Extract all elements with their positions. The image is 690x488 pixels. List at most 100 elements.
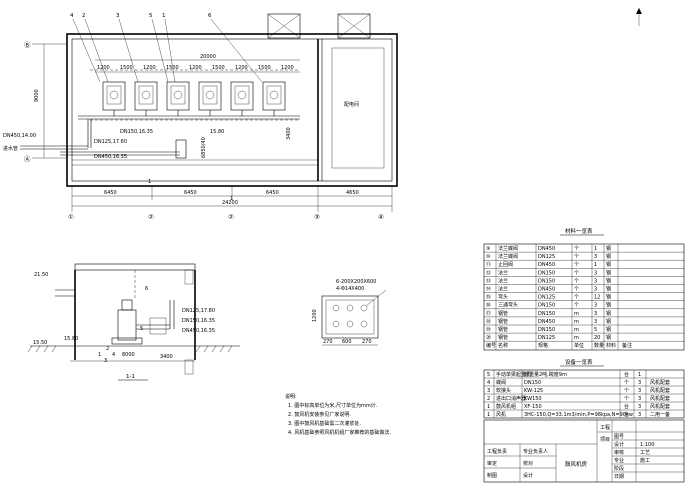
- svg-text:施工: 施工: [640, 457, 650, 464]
- svg-text:图号: 图号: [614, 434, 624, 440]
- eq-row-qty: 3: [638, 404, 641, 410]
- svg-text:4-Φ14X400: 4-Φ14X400: [336, 286, 364, 292]
- label-level-1580: 15.80: [210, 129, 224, 135]
- svg-text:1200: 1200: [235, 65, 248, 71]
- blower-units: [102, 81, 286, 111]
- svg-text:4. 风机基础参照风机机组厂家推荐的基础做法.: 4. 风机基础参照风机机组厂家推荐的基础做法.: [288, 429, 391, 436]
- svg-text:设计: 设计: [614, 441, 624, 448]
- eq-row-note: 风机配套: [650, 379, 670, 386]
- mat-row-qty: 20: [594, 335, 600, 341]
- mat-row-no: ⑳: [486, 334, 491, 341]
- mat-row-spec: DN150: [538, 327, 555, 333]
- svg-text:专业: 专业: [614, 457, 624, 464]
- mat-row-no: ⑱: [486, 318, 491, 325]
- mat-row-name: 法兰: [498, 286, 508, 293]
- level-top: 21.50: [34, 272, 48, 278]
- svg-text:8000: 8000: [122, 352, 135, 358]
- plan-bottom-dims: 6450 6450 6450 4650 24200 ① ② ② ③ ④: [68, 186, 393, 221]
- svg-text:4650: 4650: [346, 190, 359, 196]
- mat-row-no: ⑨: [486, 246, 490, 252]
- mat-row-unit: m: [574, 327, 579, 333]
- title-block: 工程 项目 设计 审核 专业 阶段 日期 图号 1:100 工艺 施工 鼓风机房…: [483, 419, 685, 483]
- mat-row-qty: 1: [594, 246, 597, 252]
- mat-row-material: 钢: [606, 286, 611, 293]
- mat-header-note: 备注: [622, 342, 632, 349]
- equipment-title: 设备一览表: [565, 358, 593, 366]
- mat-row-unit: 个: [574, 246, 579, 252]
- eq-row-qty: 1: [638, 372, 641, 378]
- svg-text:工艺: 工艺: [640, 450, 650, 456]
- mat-row-no: ⑭: [486, 286, 491, 293]
- mat-row-material: 钢: [606, 302, 611, 309]
- mat-row-spec: DN450: [538, 246, 555, 252]
- spacing-dims: 1200 1500 1200 1500 1200 1500 1200 1500 …: [95, 54, 300, 73]
- label-3400: 3400: [286, 127, 292, 140]
- axis-3: ②: [228, 213, 234, 221]
- svg-text:4: 4: [112, 352, 115, 358]
- mat-row-unit: m: [574, 335, 579, 341]
- svg-text:2. 鼓风机安装参见厂家说明.: 2. 鼓风机安装参见厂家说明.: [288, 411, 351, 418]
- axis-4: ④: [378, 213, 384, 221]
- mat-header-qty: 数量: [594, 342, 604, 349]
- mat-row-spec: DN125: [538, 335, 555, 341]
- axis-B: Ⓑ: [24, 41, 31, 49]
- eq-row-qty: 3: [638, 412, 641, 418]
- svg-text:阶段: 阶段: [614, 465, 624, 472]
- svg-text:DN125,17.80: DN125,17.80: [182, 308, 215, 314]
- mat-row-no: ⑫: [486, 269, 491, 276]
- mat-row-unit: 个: [574, 270, 579, 276]
- mat-row-unit: 个: [574, 262, 579, 268]
- eq-row-name: 软接头: [496, 387, 511, 394]
- eq-row-qty: 3: [638, 396, 641, 402]
- mat-row-name: 法兰蝶阀: [498, 253, 518, 260]
- label-dn125: DN125,17.60: [94, 139, 127, 145]
- eq-row-spec: KW-125: [524, 388, 543, 394]
- svg-text:日期: 日期: [614, 474, 624, 480]
- level-bottom: 15.50: [33, 340, 47, 346]
- svg-text:1200: 1200: [143, 65, 156, 71]
- eq-row-unit: 台: [624, 411, 629, 418]
- mat-row-name: 弯头: [498, 294, 508, 301]
- eq-row-note: 风机配套: [650, 395, 670, 402]
- mat-row-qty: 1: [594, 262, 597, 268]
- mat-row-qty: 3: [594, 254, 597, 260]
- mat-row-unit: 个: [574, 295, 579, 301]
- svg-text:校对: 校对: [523, 460, 533, 467]
- svg-text:1200: 1200: [281, 65, 294, 71]
- mat-row-no: ⑬: [486, 277, 491, 284]
- drawing-title: 鼓风机房: [565, 460, 588, 468]
- eq-row-spec: DN150: [524, 380, 541, 386]
- mat-row-material: 钢: [606, 253, 611, 260]
- plan-view: 配电间 Ⓑ Ⓐ 9000 1200 1500 1200 1500 1200 15…: [3, 8, 642, 221]
- mat-row-material: 钢: [606, 245, 611, 252]
- mat-header-material: 材料: [606, 342, 616, 349]
- svg-text:4: 4: [70, 13, 74, 19]
- notes-title: 说明:: [285, 393, 297, 400]
- foundation-detail: 6-200X200X600 4-Φ14X400 1200 270 600 270: [312, 279, 387, 346]
- svg-text:1: 1: [98, 352, 101, 358]
- mat-row-spec: DN125: [538, 254, 555, 260]
- svg-text:5: 5: [140, 326, 143, 332]
- svg-text:6450: 6450: [104, 190, 117, 196]
- svg-text:项目: 项目: [600, 437, 610, 443]
- svg-text:6450: 6450: [266, 190, 279, 196]
- room-label: 配电间: [344, 101, 359, 108]
- section-view: 21.50 15.50 15.80 DN125,17.80 DN150,16.3…: [27, 263, 240, 381]
- eq-row-qty: 3: [638, 380, 641, 386]
- mat-row-material: 钢: [606, 277, 611, 284]
- mat-row-name: 法兰: [498, 277, 508, 284]
- mat-row-no: ⑯: [486, 302, 491, 309]
- mat-row-unit: 个: [574, 303, 579, 309]
- main-air-pipe: [20, 110, 300, 159]
- svg-text:270: 270: [362, 339, 372, 345]
- mat-row-spec: DN150: [538, 278, 555, 284]
- mat-row-spec: DN125: [538, 295, 555, 301]
- svg-text:DN150,16.35: DN150,16.35: [182, 318, 215, 324]
- mat-row-material: 钢: [606, 334, 611, 341]
- mat-row-material: 钢: [606, 269, 611, 276]
- mat-row-unit: 个: [574, 278, 579, 284]
- svg-text:设计: 设计: [523, 472, 533, 479]
- svg-text:审定: 审定: [487, 460, 497, 467]
- mat-row-qty: 3: [594, 287, 597, 293]
